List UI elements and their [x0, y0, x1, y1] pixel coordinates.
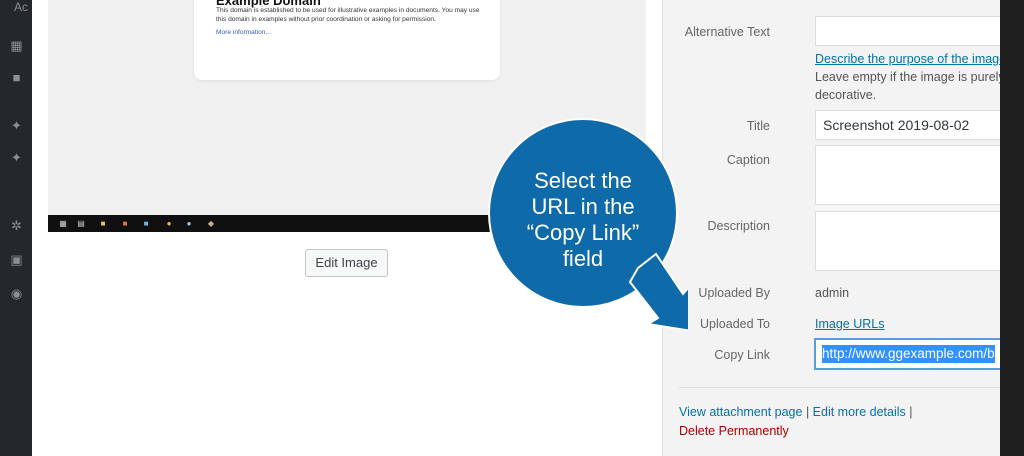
uploaded-by-label: Uploaded By: [698, 286, 770, 300]
preview-card-link: More information...: [216, 29, 271, 36]
browser-icon: ●: [186, 219, 192, 228]
windows-start-icon: ▦: [59, 219, 67, 228]
describe-purpose-link[interactable]: Describe the purpose of the image: [815, 52, 1007, 66]
title-input[interactable]: Screenshot 2019-08-02: [815, 110, 1013, 140]
link-separator: |: [905, 405, 913, 419]
file-explorer-icon: ■: [100, 219, 106, 228]
uploaded-by-value: admin: [815, 286, 850, 300]
plugins-icon[interactable]: ✦: [11, 150, 22, 165]
callout-line: Select the: [534, 168, 632, 193]
caption-textarea[interactable]: [815, 145, 1013, 205]
callout-line: “Copy Link”: [526, 220, 640, 245]
callout-line: URL in the: [531, 194, 635, 219]
caption-label: Caption: [726, 153, 770, 167]
callout-line: field: [562, 246, 604, 271]
description-textarea[interactable]: [815, 211, 1013, 271]
divider: [679, 387, 1015, 388]
image-urls-link[interactable]: Image URLs: [815, 317, 885, 331]
edit-image-button[interactable]: Edit Image: [305, 249, 388, 277]
preview-browser-card: Example Domain This domain is establishe…: [194, 0, 500, 80]
uploaded-to-value: Image URLs: [815, 317, 884, 331]
view-attachment-link[interactable]: View attachment page: [679, 405, 803, 419]
attachment-details-panel: Alternative Text Describe the purpose of…: [662, 0, 1015, 456]
app-icon: ■: [143, 219, 149, 228]
copy-link-input[interactable]: http://www.ggexample.com/b: [814, 338, 1015, 370]
posts-icon[interactable]: ▦: [10, 38, 23, 53]
title-label: Title: [746, 119, 770, 133]
delete-permanently-link[interactable]: Delete Permanently: [679, 424, 789, 438]
action-links: View attachment page | Edit more details…: [679, 405, 913, 419]
alt-text-help: Describe the purpose of the image. Leave…: [815, 50, 1015, 104]
edit-more-details-link[interactable]: Edit more details: [812, 405, 906, 419]
admin-sidebar: Ac ▦ ■ ✦ ✦ ✲ ▣ ◉: [0, 0, 32, 456]
settings-icon[interactable]: ▣: [10, 252, 23, 267]
chrome-icon: ●: [166, 219, 172, 228]
appearance-icon[interactable]: ✦: [11, 118, 22, 133]
store-icon: ■: [122, 219, 128, 228]
callout-text: Select the URL in the “Copy Link” field: [490, 168, 676, 272]
tools-icon[interactable]: ✲: [11, 218, 22, 233]
description-label: Description: [707, 219, 770, 233]
copy-link-selected-text[interactable]: http://www.ggexample.com/b: [822, 345, 995, 363]
alt-text-input[interactable]: [815, 16, 1013, 46]
preview-card-body: This domain is established to be used fo…: [216, 7, 480, 23]
alt-text-help-rest: . Leave empty if the image is purely dec…: [815, 52, 1010, 102]
collapse-icon[interactable]: ◉: [10, 286, 23, 301]
callout-arrow-icon: [628, 252, 688, 332]
callout-bubble: [488, 118, 688, 332]
app2-icon: ◆: [207, 219, 215, 228]
copy-link-label: Copy Link: [714, 348, 770, 362]
link-separator: |: [802, 405, 813, 419]
task-view-icon: ▤: [77, 219, 85, 228]
callout-circle: [488, 118, 678, 308]
comments-icon[interactable]: ■: [12, 70, 21, 85]
preview-card-title: Example Domain: [216, 0, 321, 8]
sidebar-top-label: Ac: [14, 0, 29, 14]
right-gutter: [1000, 0, 1024, 456]
uploaded-to-label: Uploaded To: [700, 317, 770, 331]
alt-text-label: Alternative Text: [684, 25, 770, 39]
